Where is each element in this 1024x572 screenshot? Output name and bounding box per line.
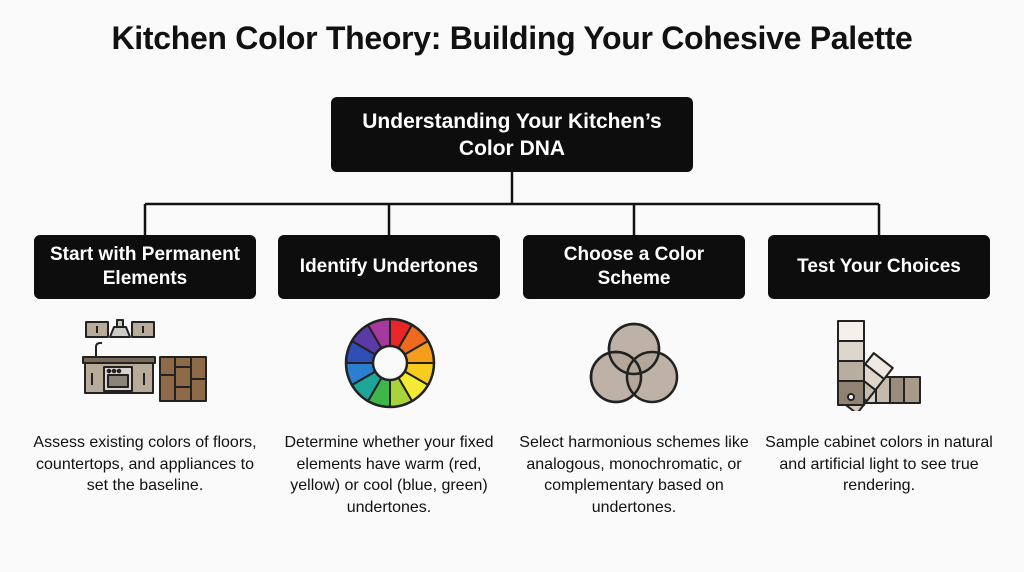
overlapping-circles-icon <box>589 322 679 404</box>
step-permanent-elements: Start with Permanent Elements <box>34 235 256 299</box>
paint-swatch-fan-icon <box>837 320 921 411</box>
step-identify-undertones-description: Determine whether your fixed elements ha… <box>284 434 494 516</box>
step-identify-undertones: Identify Undertones <box>278 235 500 299</box>
step-test-choices: Test Your Choices <box>768 235 990 299</box>
step-test-choices-description: Sample cabinet colors in natural and art… <box>765 434 993 494</box>
step-color-scheme-description: Select harmonious schemes like analogous… <box>519 434 749 516</box>
color-wheel-icon <box>344 317 436 409</box>
root-node: Understanding Your Kitchen’s Color DNA <box>331 97 693 172</box>
step-color-scheme: Choose a Color Scheme <box>523 235 745 299</box>
kitchen-layout-icon <box>82 319 207 402</box>
step-permanent-elements-description: Assess existing colors of floors, counte… <box>33 434 257 494</box>
page-title: Kitchen Color Theory: Building Your Cohe… <box>111 20 913 56</box>
